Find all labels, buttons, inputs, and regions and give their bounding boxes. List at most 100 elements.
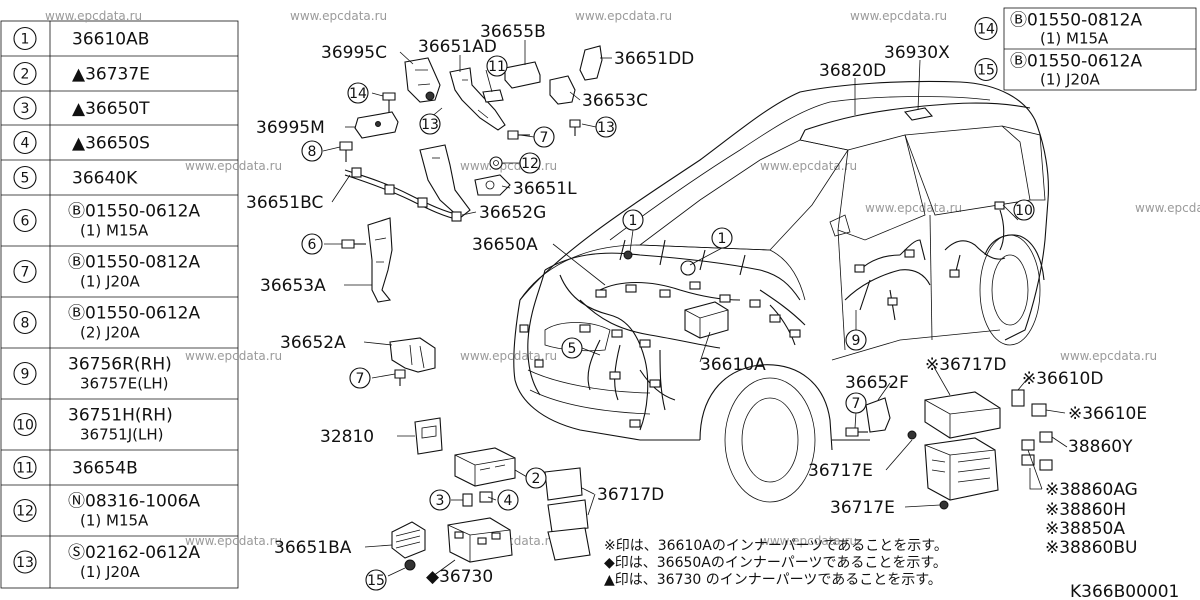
legend-number: 10 — [16, 418, 34, 434]
label-36730: ◆36730 — [426, 567, 493, 587]
legend-number: 13 — [16, 555, 34, 571]
legend-number-circle — [13, 550, 37, 574]
callout-5: 5 — [568, 341, 577, 357]
watermark: www.epcdata.ru — [1135, 201, 1200, 215]
legend-part-number: 36640K — [72, 169, 138, 189]
legend-part-note: (1) J20A — [1040, 71, 1101, 89]
legend-part-number: 36610AB — [72, 30, 149, 50]
legend-number-circle — [13, 455, 37, 480]
label-36651BA: 36651BA — [274, 538, 352, 558]
label-36717E-b: 36717E — [830, 498, 895, 518]
label-38860H: ※38860H — [1045, 500, 1126, 520]
legend-part-note: 36751J(LH) — [80, 426, 163, 444]
legend-number-circle — [974, 16, 998, 41]
label-36653A: 36653A — [260, 276, 326, 296]
legend-number: 15 — [977, 63, 995, 79]
watermark: www.epcdata.ru — [185, 349, 282, 363]
legend-number-circle — [974, 57, 998, 82]
callout-1: 1 — [718, 231, 727, 247]
legend-part-note: (1) M15A — [1040, 30, 1109, 48]
callout-2: 2 — [532, 471, 541, 487]
brackets-upper — [339, 45, 603, 222]
watermark: www.epcdata.ru — [575, 9, 672, 23]
label-36650A: 36650A — [472, 235, 538, 255]
legend-number: 9 — [21, 367, 30, 383]
callout-15: 15 — [367, 573, 385, 589]
note-3: ▲印は、36730 のインナーパーツであることを示す。 — [604, 572, 942, 588]
label-36651BC: 36651BC — [246, 193, 323, 213]
label-36655B: 36655B — [480, 22, 546, 42]
label-38850A: ※38850A — [1045, 519, 1125, 539]
label-38860AG: ※38860AG — [1045, 480, 1138, 500]
legend-part-number: Ⓑ01550-0612A — [68, 202, 200, 222]
callout-6: 6 — [308, 237, 317, 253]
legend-part-number: Ⓑ01550-0812A — [1010, 11, 1142, 31]
legend-table-left — [0, 20, 239, 589]
legend-part-number: Ⓑ01550-0812A — [68, 253, 200, 273]
legend-number: 4 — [21, 136, 30, 152]
label-36652F: 36652F — [845, 373, 909, 393]
legend-number-circle — [13, 208, 37, 233]
label-36717D-right: ※36717D — [925, 355, 1006, 375]
callout-circles: 14 11 13 7 13 8 12 6 1 1 5 7 10 9 7 2 3 … — [301, 55, 1035, 591]
label-36651DD: 36651DD — [614, 49, 694, 69]
legend-number-circle — [13, 130, 37, 155]
watermark: www.epcdata.ru — [1060, 349, 1157, 363]
legend-part-number: 36751H(RH) — [68, 406, 173, 426]
watermark: www.epcdata.ru — [850, 9, 947, 23]
callout-1: 1 — [629, 213, 638, 229]
watermark: www.epcdata.ru — [760, 534, 857, 548]
legend-table-right — [1003, 7, 1197, 91]
callout-14: 14 — [349, 86, 367, 102]
label-36652G: 36652G — [479, 203, 546, 223]
callout-12: 12 — [521, 156, 539, 172]
brackets-middle — [341, 217, 443, 455]
watermark: www.epcdata.ru — [185, 534, 282, 548]
legend-part-note: (1) J20A — [80, 563, 141, 581]
callout-3: 3 — [436, 493, 445, 509]
label-36820D: 36820D — [819, 61, 886, 81]
callout-8: 8 — [308, 144, 317, 160]
watermark: www.epcdata.ru — [760, 159, 857, 173]
label-36610A: 36610A — [700, 355, 766, 375]
car-body-outline — [513, 80, 1049, 503]
legend-number: 3 — [21, 101, 30, 117]
callout-7: 7 — [852, 396, 861, 412]
legend-part-number: ▲36737E — [72, 65, 150, 85]
diagram-id: K366B00001 — [1070, 582, 1179, 600]
floor-harness — [799, 102, 1031, 321]
watermark: www.epcdata.ru — [865, 201, 962, 215]
legend-part-note: (1) J20A — [80, 273, 141, 291]
callout-7: 7 — [356, 371, 365, 387]
legend-number-circle — [13, 412, 37, 437]
legend-part-note: 36757E(LH) — [80, 375, 169, 393]
label-36995C: 36995C — [321, 43, 387, 63]
label-36930X: 36930X — [884, 43, 950, 63]
legend-number: 1 — [21, 32, 30, 48]
callout-7: 7 — [540, 130, 549, 146]
note-2: ◆印は、36650Aのインナーパーツであることを示す。 — [604, 555, 947, 571]
label-38860BU: ※38860BU — [1045, 538, 1137, 558]
legend-part-note: (1) M15A — [80, 222, 149, 240]
legend-part-number: 36654B — [72, 459, 138, 479]
watermark: www.epcdata.ru — [45, 9, 142, 23]
legend-number-circle — [13, 498, 37, 523]
legend-number-circle — [13, 26, 37, 51]
legend-number: 6 — [21, 214, 30, 230]
legend-part-number: Ⓢ02162-0612A — [68, 543, 200, 563]
watermark: www.epcdata.ru — [185, 159, 282, 173]
callout-13: 13 — [421, 117, 439, 133]
legend-number-circle — [13, 96, 37, 120]
engine-room-harness — [519, 239, 806, 431]
callout-11: 11 — [488, 59, 506, 75]
legend-number-circle — [13, 259, 37, 284]
label-36717E-a: 36717E — [808, 461, 873, 481]
legend-number-circle — [13, 310, 37, 335]
watermark: www.epcdata.ru — [460, 349, 557, 363]
callout-9: 9 — [852, 333, 861, 349]
watermark: www.epcdata.ru — [460, 159, 557, 173]
legend-part-number: Ⓑ01550-0612A — [1010, 52, 1142, 72]
label-38860Y: 38860Y — [1068, 437, 1133, 457]
